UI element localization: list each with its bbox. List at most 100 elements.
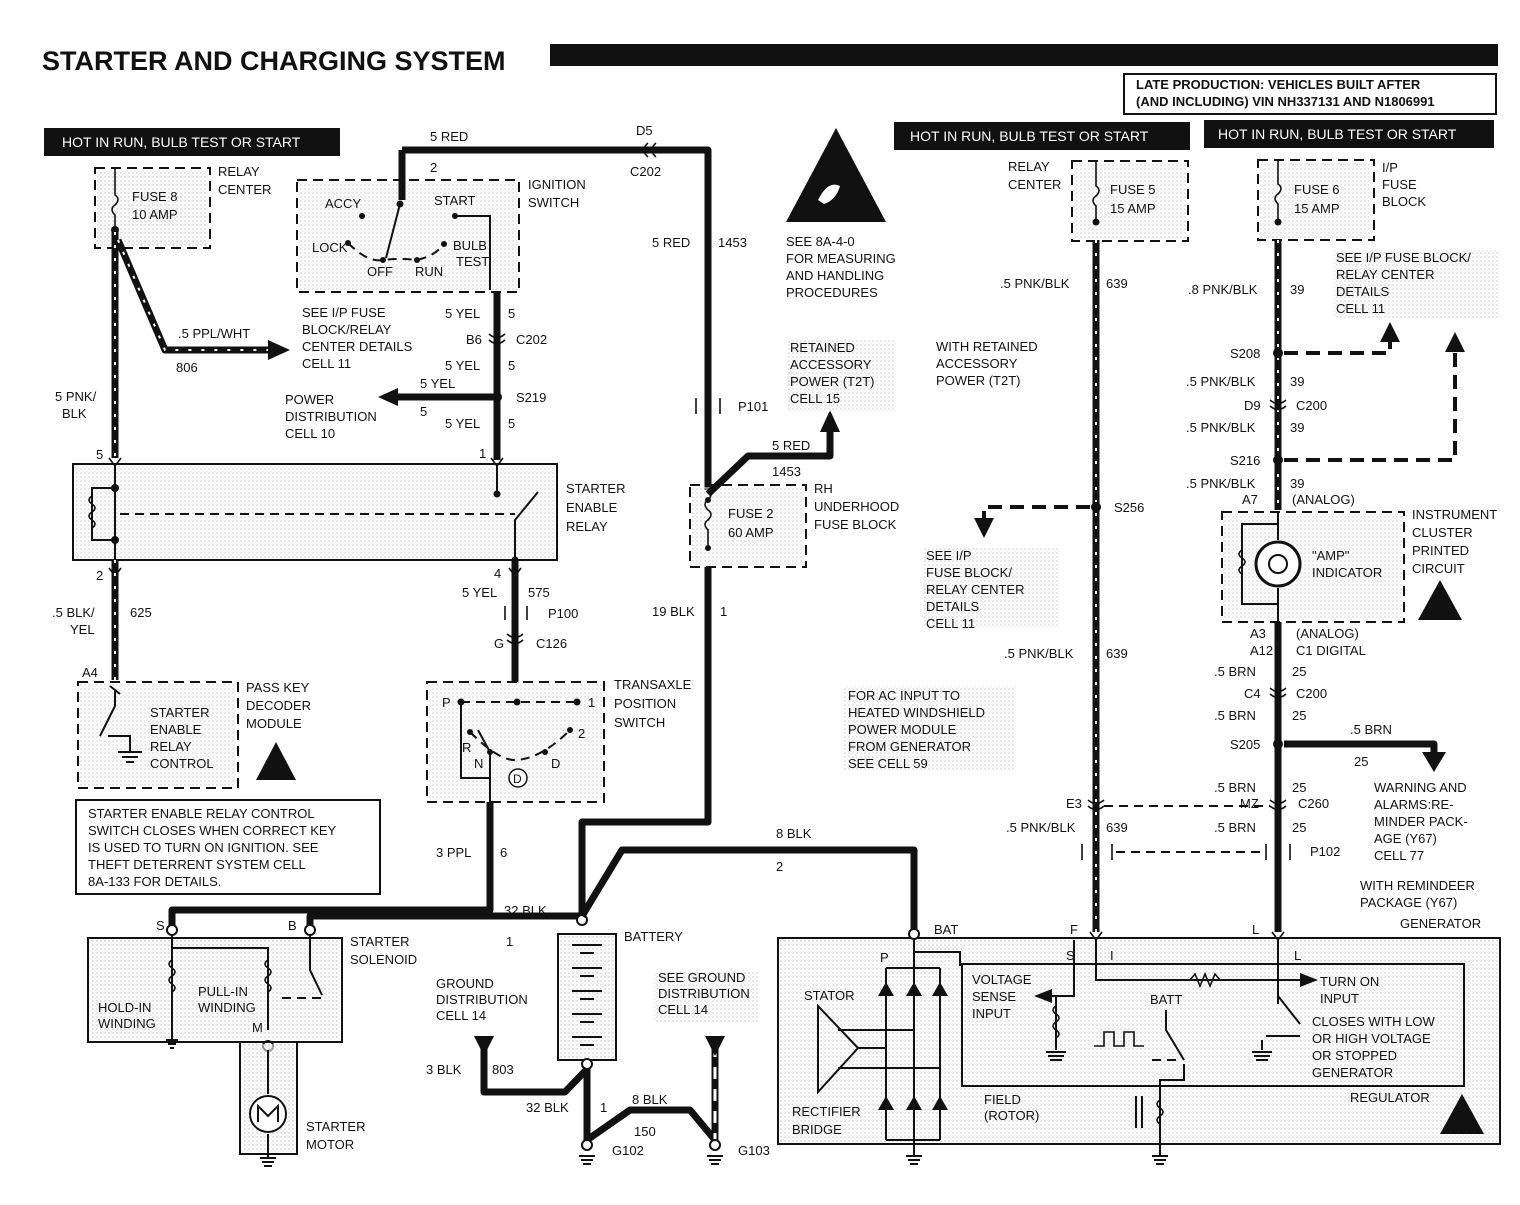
note-line-2: SWITCH CLOSES WHEN CORRECT KEY [88, 823, 337, 838]
wire-label-32blk-b: 32 BLK [526, 1100, 569, 1115]
wire-label-yel-a: 5 YEL [445, 306, 480, 321]
trans-n: N [474, 756, 483, 771]
fuse6-symbol [1274, 160, 1282, 222]
relay-pin-1: 1 [479, 446, 486, 461]
cluster-label-3: PRINTED [1412, 543, 1469, 558]
ac-input-1: FOR AC INPUT TO [848, 688, 960, 703]
wire-label-150: 150 [634, 1124, 656, 1139]
fuse6-label: FUSE 6 [1294, 182, 1340, 197]
relay-pin-2: 2 [96, 568, 103, 583]
arrow-ppl-wht [268, 340, 290, 360]
wire-label-1b: 1 [506, 934, 513, 949]
ignition-switch-box [296, 179, 520, 293]
wire-label-pnk39-d: .5 PNK/BLK [1186, 476, 1256, 491]
wire-label-1453b: 1453 [772, 464, 801, 479]
rh-label-2: UNDERHOOD [814, 499, 899, 514]
transaxle-label-1: TRANSAXLE [614, 677, 692, 692]
ser-label-3: RELAY [566, 519, 608, 534]
ground-dist-2-c: CELL 14 [658, 1002, 708, 1017]
connector-c126: C126 [536, 636, 567, 651]
rectifier-frame [885, 940, 941, 1141]
battery-label: BATTERY [624, 929, 683, 944]
wire-label-39-c: 39 [1290, 420, 1304, 435]
ip-fuse-block-2: FUSE [1382, 177, 1417, 192]
relay-center-2-a: RELAY [1008, 159, 1050, 174]
gen-pin-i: I [1110, 948, 1114, 963]
wire-label-19blk: 19 BLK [652, 604, 695, 619]
wire-label-brn-a: .5 BRN [1214, 664, 1256, 679]
solenoid-pin-m: M [252, 1020, 263, 1035]
hold-in-1: HOLD-IN [98, 1000, 151, 1015]
connector-b6: B6 [466, 332, 482, 347]
ip-details-1-c: CENTER DETAILS [302, 339, 413, 354]
wire-label-1453: 1453 [718, 235, 747, 250]
batt-label: BATT [1150, 992, 1182, 1007]
ign-off: OFF [367, 264, 393, 279]
ser-label-1: STARTER [566, 481, 625, 496]
connector-e3: E3 [1066, 796, 1082, 811]
wire-label-pnk639-a: .5 PNK/BLK [1000, 276, 1070, 291]
ip-details-1-b: BLOCK/RELAY [302, 322, 392, 337]
gen-pin-f-label: F [1070, 922, 1078, 937]
solenoid-label-1: STARTER [350, 934, 409, 949]
turn-on-2: INPUT [1320, 991, 1359, 1006]
hold-in-2: WINDING [98, 1016, 156, 1031]
retained-acc-2: ACCESSORY [790, 357, 872, 372]
trans-2: 2 [578, 726, 585, 741]
retained-acc-3: POWER (T2T) [790, 374, 875, 389]
ip-fuse-block-1: I/P [1382, 160, 1398, 175]
with-reminder-1: WITH REMINDEER [1360, 878, 1475, 893]
pk-inner-2: ENABLE [150, 722, 202, 737]
ign-accy: ACCY [325, 196, 361, 211]
wire-5-red-top [398, 146, 640, 200]
field-label-2: (ROTOR) [984, 1108, 1039, 1123]
connector-c200b: C200 [1296, 686, 1327, 701]
ip-details-2-d: DETAILS [926, 599, 980, 614]
with-retained-2: ACCESSORY [936, 356, 1018, 371]
wire-label-1: 1 [720, 604, 727, 619]
fuse5-label: FUSE 5 [1110, 182, 1156, 197]
pass-key-label-2: DECODER [246, 698, 311, 713]
wire-label-25-r: 25 [1354, 754, 1368, 769]
wire-label-639-b: 639 [1106, 646, 1128, 661]
ip-details-2-e: CELL 11 [926, 616, 975, 631]
closes-1: CLOSES WITH LOW [1312, 1014, 1436, 1029]
relay-center-1-a: RELAY [218, 164, 260, 179]
wire-brn-branch [1284, 740, 1438, 755]
wire-label-39-d: 39 [1290, 476, 1304, 491]
starter-solenoid-box [87, 937, 343, 1043]
splice-s216 [1273, 455, 1283, 465]
ip-details-2-a: SEE I/P [926, 548, 972, 563]
ground-g103: G103 [738, 1143, 770, 1158]
starter-motor-label-2: MOTOR [306, 1137, 354, 1152]
amp-gauge [1254, 540, 1302, 588]
closes-3: OR STOPPED [1312, 1048, 1397, 1063]
note-line-5: 8A-133 FOR DETAILS. [88, 874, 221, 889]
warning-2: ALARMS:RE- [1374, 797, 1453, 812]
wire-label-pnk639-c: .5 PNK/BLK [1006, 820, 1076, 835]
wire-label-yel-b: 5 YEL [445, 358, 480, 373]
ground-g102: G102 [612, 1143, 644, 1158]
relay-switch [496, 466, 539, 560]
gen-pin-l-label: L [1252, 922, 1259, 937]
pass-key-switch [99, 685, 142, 763]
wire-s256-branch [982, 505, 1090, 518]
splice-s256 [1091, 502, 1101, 512]
gen-pin-s: S [1066, 948, 1075, 963]
relay-center-1-b: CENTER [218, 182, 271, 197]
cluster-label-2: CLUSTER [1412, 525, 1473, 540]
esd-icon-regulator [1440, 1094, 1484, 1134]
connector-a3: A3 [1250, 626, 1266, 641]
stator-winding [817, 1003, 860, 1095]
rectifier-label-2: BRIDGE [792, 1122, 842, 1137]
title-bar [550, 44, 1498, 66]
wire-label-ppl-wht: .5 PPL/WHT [178, 326, 250, 341]
ign-lock: LOCK [312, 240, 348, 255]
warning-1: WARNING AND [1374, 780, 1467, 795]
esd-note-2: FOR MEASURING [786, 251, 896, 266]
fuse8-rating: 10 AMP [132, 207, 178, 222]
transaxle-switch-box [426, 681, 605, 803]
wire-label-yel-5b: 5 [508, 358, 515, 373]
